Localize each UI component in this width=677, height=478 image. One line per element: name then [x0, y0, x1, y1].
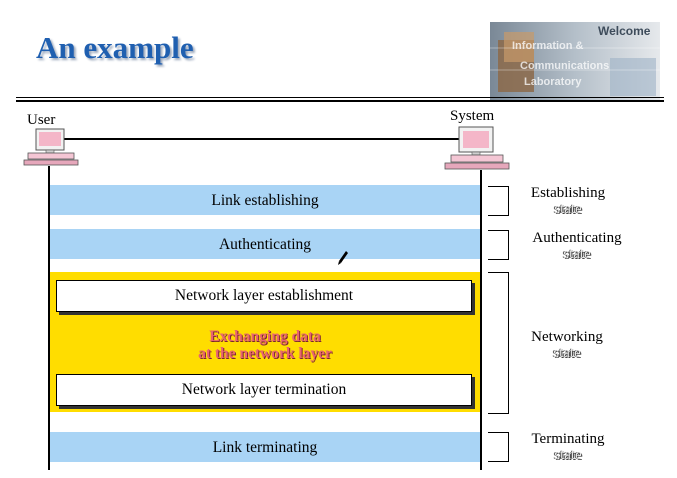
- authenticating-state: Authenticating state: [512, 230, 642, 262]
- establishing-bracket: [488, 186, 509, 216]
- link-terminating-label: Link terminating: [212, 439, 318, 456]
- logo-welcome-text: Welcome: [598, 24, 651, 38]
- header-rule-bottom: [16, 100, 664, 102]
- network-layer-termination-box: Network layer termination: [56, 374, 472, 406]
- link-establishing-band: [49, 185, 481, 215]
- system-computer-icon: [444, 126, 510, 170]
- link-establishing-label: Link establishing: [211, 192, 319, 209]
- establishing-state-name: Establishing: [530, 185, 606, 201]
- authenticating-state-word: state: [563, 246, 591, 262]
- terminating-state: Terminating state: [512, 431, 624, 463]
- terminating-bracket: [488, 432, 509, 462]
- logo-line2-text: Communications: [520, 60, 609, 72]
- system-timeline: [480, 170, 482, 470]
- header-rule-top: [16, 97, 664, 98]
- link-terminating-band: [49, 432, 481, 462]
- exchanging-data-line2: at the network layer: [198, 345, 332, 362]
- authenticating-band: [49, 229, 481, 259]
- networking-state-word: state: [553, 345, 581, 361]
- link-line: [64, 138, 464, 140]
- authenticating-label: Authenticating: [218, 236, 312, 253]
- slide-title: An example: [36, 30, 194, 65]
- user-timeline: [48, 166, 50, 470]
- user-computer-icon: [23, 128, 79, 166]
- authenticating-state-name: Authenticating: [532, 230, 622, 246]
- system-label: System: [450, 108, 495, 124]
- networking-state: Networking state: [512, 329, 622, 361]
- logo-line3-text: Laboratory: [524, 76, 582, 88]
- user-label: User: [27, 112, 56, 128]
- establishing-state-word: state: [554, 201, 582, 217]
- lab-logo: Welcome Information & Communications Lab…: [490, 22, 660, 102]
- logo-line1-text: Information &: [512, 40, 584, 52]
- network-layer-establishment-box: Network layer establishment: [56, 280, 472, 312]
- terminating-state-name: Terminating: [531, 431, 605, 447]
- exchanging-data-line1: Exchanging data: [209, 328, 321, 345]
- establishing-state: Establishing state: [512, 185, 624, 217]
- authenticating-bracket: [488, 230, 509, 260]
- networking-state-name: Networking: [531, 329, 603, 345]
- networking-bracket: [488, 272, 509, 414]
- pen-icon: [338, 251, 348, 265]
- terminating-state-word: state: [554, 447, 582, 463]
